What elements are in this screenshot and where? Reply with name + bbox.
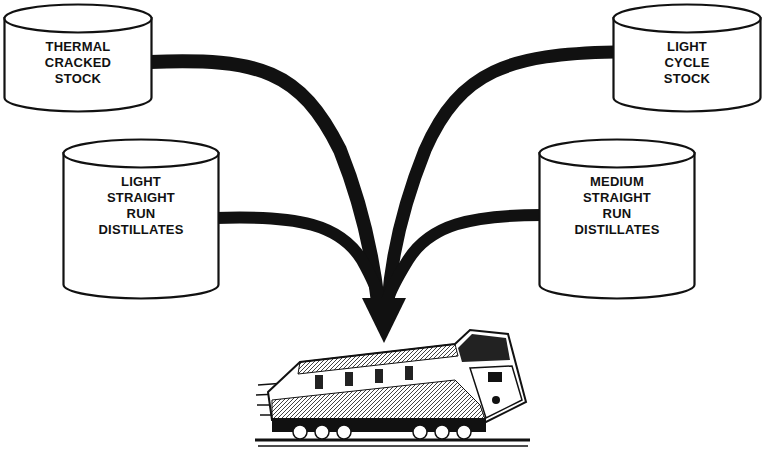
storage-tank: LIGHT CYCLE STOCK [612,3,762,113]
storage-tank: MEDIUM STRAIGHT RUN DISTILLATES [538,138,696,300]
tank-label: MEDIUM STRAIGHT RUN DISTILLATES [575,174,660,238]
tank-label: THERMAL CRACKED STOCK [45,39,111,87]
tank-label: LIGHT STRAIGHT RUN DISTILLATES [99,174,184,238]
arrowhead [362,298,406,343]
storage-tank: THERMAL CRACKED STOCK [3,3,153,113]
tank-label: LIGHT CYCLE STOCK [664,39,710,87]
locomotive-illustration [255,330,530,446]
storage-tank: LIGHT STRAIGHT RUN DISTILLATES [62,138,220,300]
